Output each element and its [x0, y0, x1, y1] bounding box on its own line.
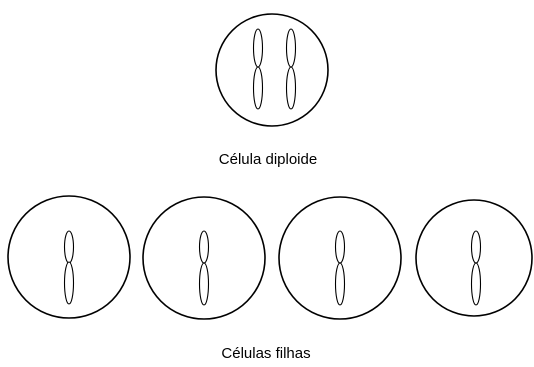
daughter-cell-4: [416, 200, 532, 316]
daughter-cell-1: [8, 196, 130, 318]
chromosome-arm-lower: [472, 263, 481, 305]
daughter-chromosome: [472, 231, 481, 305]
chromosome-arm-upper: [200, 231, 209, 263]
daughter-cell-3: [279, 197, 401, 319]
chromosome-arm-lower: [65, 262, 74, 304]
daughter-cells-label: Células filhas: [221, 345, 310, 362]
daughter-chromosome: [65, 231, 74, 304]
parent-cell-label: Célula diploide: [219, 151, 317, 168]
daughter-chromosome: [336, 231, 345, 305]
parent-cell: [216, 14, 328, 126]
daughter-cell-2: [143, 197, 265, 319]
chromosome-arm-upper: [336, 231, 345, 263]
parent-cell-membrane: [216, 14, 328, 126]
chromosome-arm-lower: [200, 263, 209, 305]
chromosome-arm-lower: [287, 67, 296, 109]
chromosome-arm-upper: [472, 231, 481, 263]
chromosome-arm-lower: [336, 263, 345, 305]
chromosome-arm-upper: [254, 29, 263, 67]
chromosome-arm-upper: [65, 231, 74, 263]
chromosome-arm-lower: [254, 67, 263, 109]
chromosome-arm-upper: [287, 29, 296, 67]
daughter-chromosome: [200, 231, 209, 305]
